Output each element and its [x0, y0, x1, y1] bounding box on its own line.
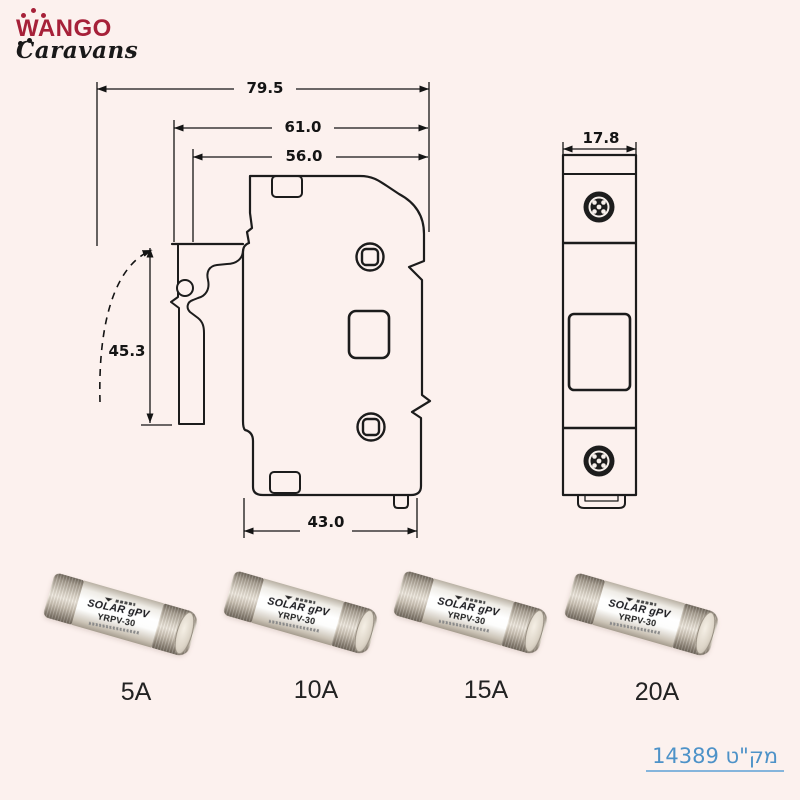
logo-text-caravans: Caravans	[16, 37, 139, 64]
fuse-cylinder: SOLAR gPV YRPV-30	[222, 570, 380, 656]
fuse-cylinder: SOLAR gPV YRPV-30	[42, 572, 200, 658]
technical-drawing: 79.5 61.0 56.0 45.3 43.0	[96, 79, 638, 538]
fuse-cylinder: SOLAR gPV YRPV-30	[563, 572, 721, 658]
fuse-cylinder: SOLAR gPV YRPV-30	[392, 570, 550, 656]
front-view-dimensions	[562, 142, 637, 154]
dim-label-43-0: 43.0	[307, 513, 344, 531]
fuse-photo-5a: SOLAR gPV YRPV-30 5A	[42, 572, 200, 712]
side-view-drawing	[170, 174, 432, 509]
front-view-drawing	[561, 153, 638, 509]
dim-label-56-0: 56.0	[285, 147, 322, 165]
amp-label: 20A	[634, 678, 680, 706]
screw-head-icon	[583, 445, 615, 477]
sku-link[interactable]: מק"ט 14389	[646, 744, 784, 772]
logo-text-wango: WANGO	[16, 15, 112, 42]
panda-ear-icon	[27, 38, 32, 43]
crown-dot-icon	[41, 13, 46, 18]
fuse-photo-10a: SOLAR gPV YRPV-30 10A	[222, 570, 380, 710]
dim-label-17-8: 17.8	[582, 129, 619, 147]
dim-label-61-0: 61.0	[284, 118, 321, 136]
fuse-body: SOLAR gPV YRPV-30	[421, 578, 514, 646]
side-view-dimensions	[96, 82, 430, 538]
fuse-body: SOLAR gPV YRPV-30	[592, 580, 685, 648]
amp-label: 15A	[463, 676, 509, 704]
dim-label-45-3: 45.3	[108, 342, 145, 360]
dim-label-79-5: 79.5	[246, 79, 283, 97]
screw-head-icon	[583, 191, 615, 223]
fuse-photo-20a: SOLAR gPV YRPV-30 20A	[563, 572, 721, 712]
amp-label: 5A	[120, 678, 152, 706]
fuse-photo-15a: SOLAR gPV YRPV-30 15A	[392, 570, 550, 710]
crown-dot-icon	[21, 13, 26, 18]
fuse-body: SOLAR gPV YRPV-30	[71, 580, 164, 648]
crown-dot-icon	[31, 8, 36, 13]
brand-logo: WANGO Caravans	[16, 8, 196, 72]
panda-ear-icon	[18, 41, 23, 46]
fuse-body: SOLAR gPV YRPV-30	[251, 578, 344, 646]
amp-label: 10A	[293, 676, 339, 704]
